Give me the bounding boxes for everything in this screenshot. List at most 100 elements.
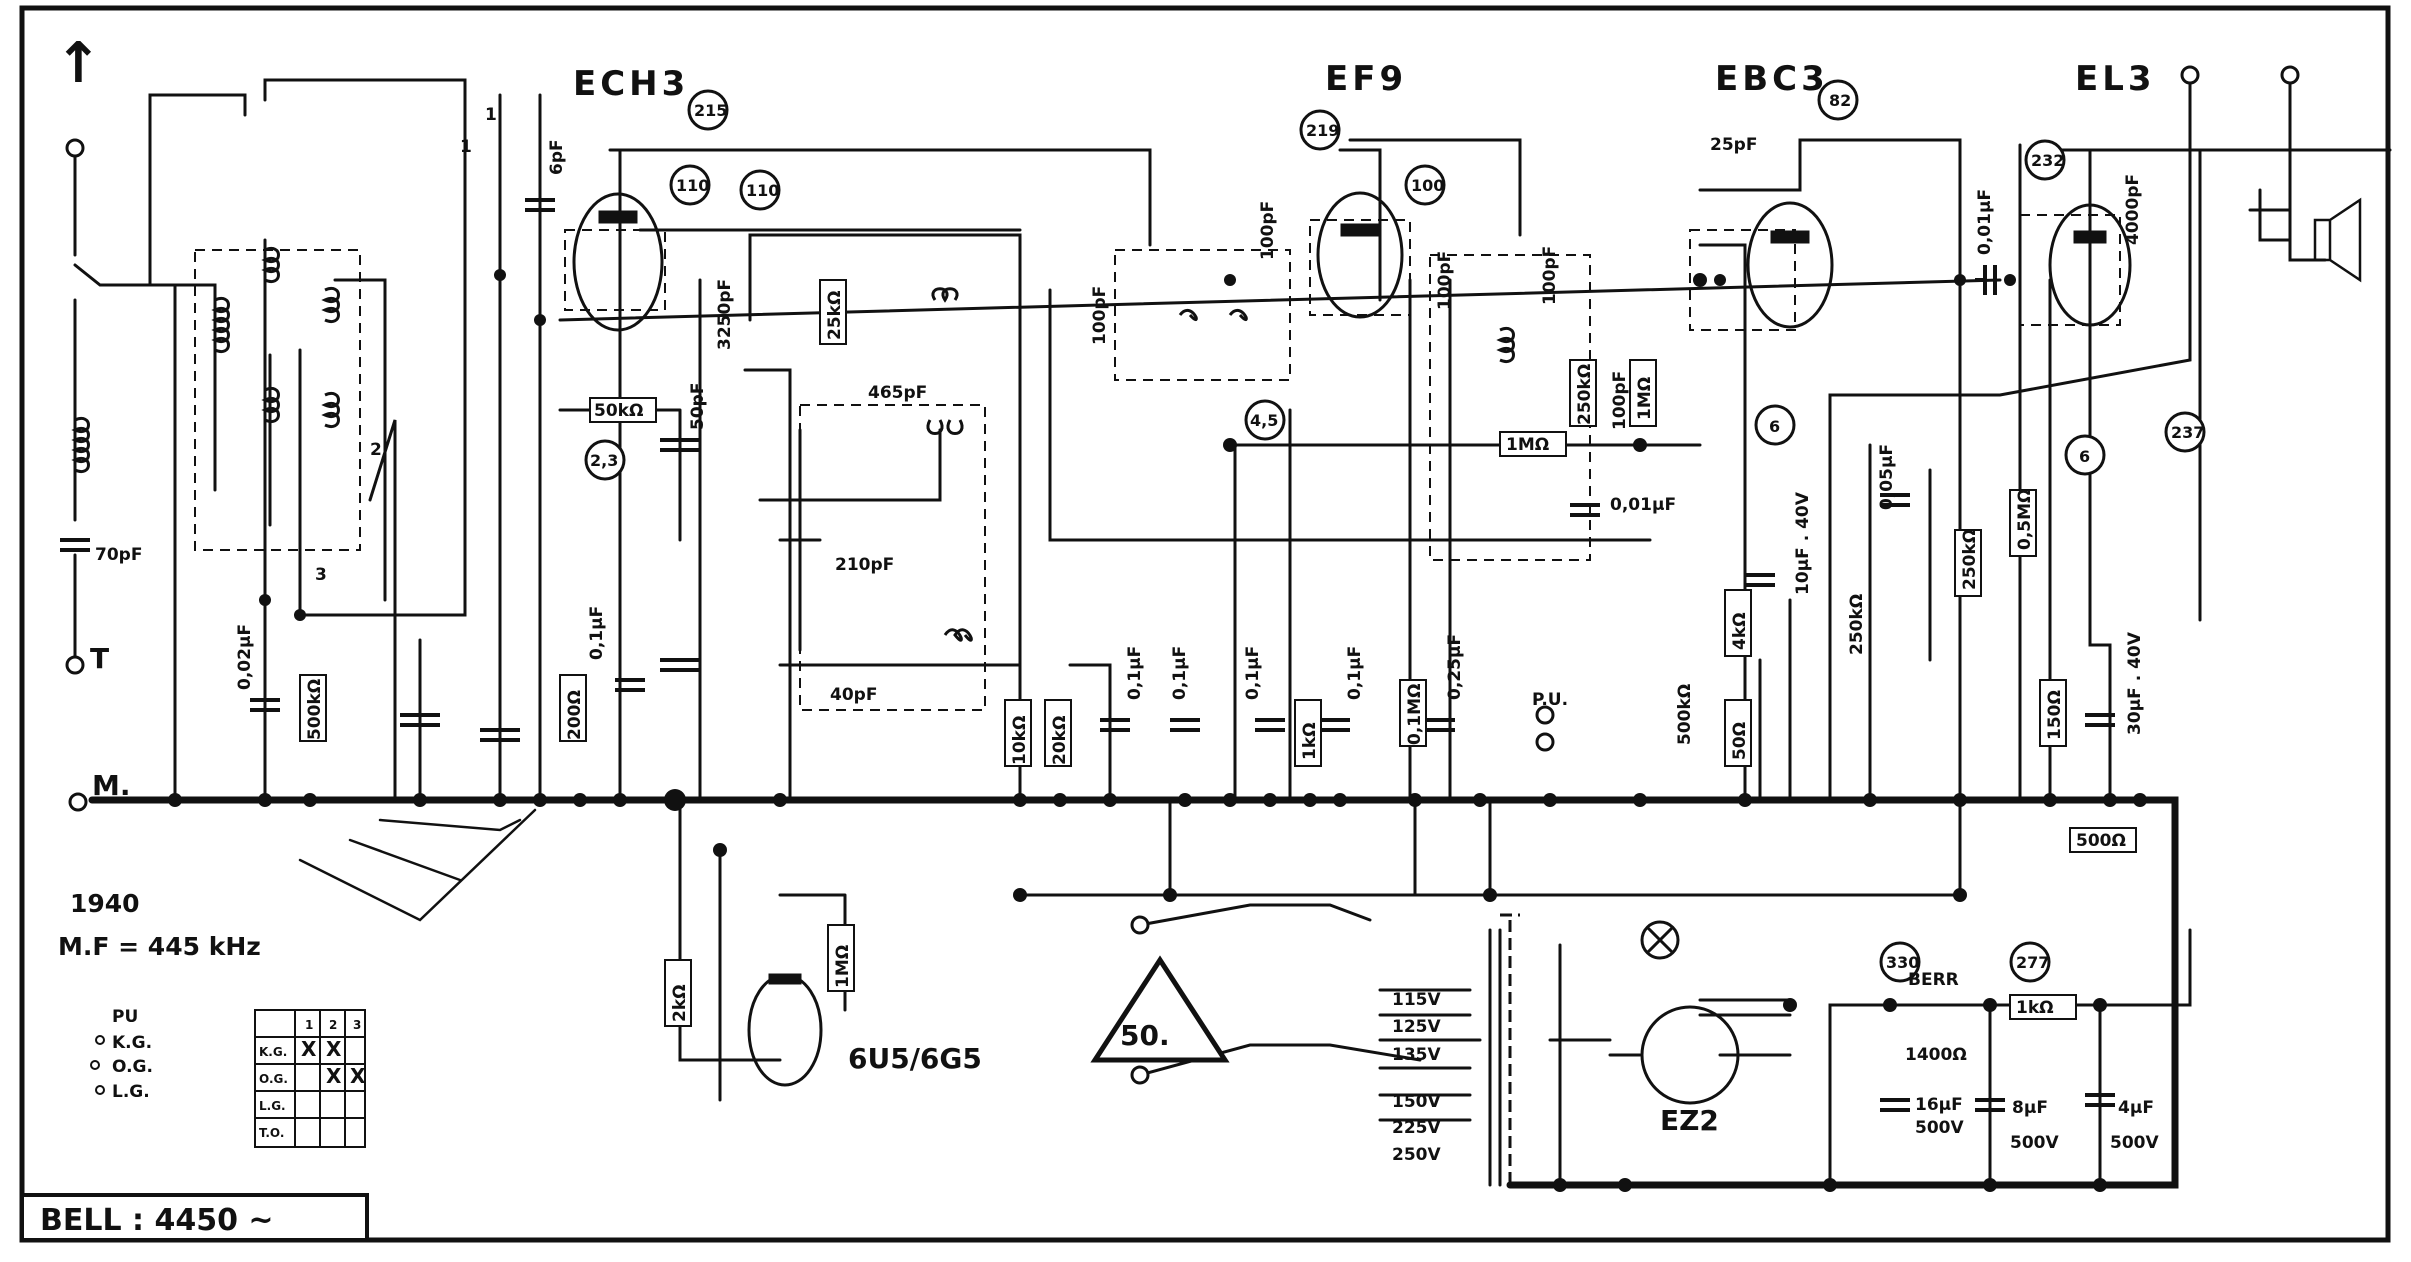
cap-100pf-e: 100pF <box>1610 371 1630 430</box>
resistors <box>299 279 2137 1027</box>
switch-3: 3 <box>315 565 327 585</box>
res-1M-b: 1MΩ <box>1635 377 1655 420</box>
table-r4: T.O. <box>259 1126 284 1140</box>
coils <box>71 247 1515 642</box>
warning-label: 50. <box>1120 1019 1170 1052</box>
res-500k-pot: 500kΩ <box>1675 684 1695 745</box>
res-50: 50Ω <box>1730 722 1750 760</box>
switch-1: 1 <box>485 105 497 125</box>
resistor-labels: 50kΩ 25kΩ 500kΩ 200Ω 10kΩ 20kΩ 1kΩ 0,1MΩ… <box>305 291 2126 1065</box>
res-1k: 1kΩ <box>1300 722 1320 760</box>
res-01M: 0,1MΩ <box>1405 684 1425 745</box>
res-50k: 50kΩ <box>594 401 643 421</box>
ref-237: 237 <box>2171 423 2204 442</box>
voltage-115: 115V <box>1392 990 1441 1010</box>
res-250k-pot: 250kΩ <box>1847 594 1867 655</box>
ref-215: 215 <box>694 101 727 120</box>
voltage-250: 250V <box>1392 1145 1441 1165</box>
cap-01-b: 0,1µF <box>1125 646 1145 700</box>
res-1k-2: 1kΩ <box>2016 998 2054 1018</box>
model-label: BELL : 4450 ~ <box>40 1203 274 1238</box>
cap-001-a: 0,01µF <box>1610 495 1676 515</box>
tube-ef9: EF9 <box>1325 59 1407 99</box>
cap-50pf: 50pF <box>688 383 708 430</box>
cap-4uf: 4µF <box>2118 1098 2154 1118</box>
res-4k: 4kΩ <box>1730 612 1750 650</box>
table-r1: K.G. <box>259 1045 287 1059</box>
cap-3250pf: 3250pF <box>715 279 735 350</box>
res-500: 500Ω <box>2076 831 2126 851</box>
if-frequency-label: M.F = 445 kHz <box>58 932 261 961</box>
res-berr: BERR <box>1908 970 1959 990</box>
res-20k: 20kΩ <box>1050 716 1070 765</box>
schematic-border <box>19 5 2391 1243</box>
tube-names: ECH3 EF9 EBC3 EL3 6U5/6G5 EZ2 <box>573 59 2152 1137</box>
table-r2c2: X <box>326 1064 342 1088</box>
table-h3: 3 <box>353 1018 361 1032</box>
cap-01-a: 0,1µF <box>587 606 607 660</box>
cap-002: 0,02µF <box>235 624 255 690</box>
voltage-135: 135V <box>1392 1045 1441 1065</box>
voltage-150: 150V <box>1392 1092 1441 1112</box>
ref-232: 232 <box>2031 151 2064 170</box>
up-arrow-icon: ↑ <box>55 31 102 96</box>
cap-8uf: 8µF <box>2012 1098 2048 1118</box>
tube-ez2: EZ2 <box>1660 1104 1719 1137</box>
res-05M: 0,5MΩ <box>2015 489 2035 550</box>
ref-6b: 6 <box>2079 447 2090 466</box>
wiring <box>73 73 2392 1189</box>
table-r2c3: X <box>350 1064 366 1088</box>
junctions <box>168 269 2147 1192</box>
terminal-m: M. <box>92 769 131 802</box>
cap-100pf-d: 100pF <box>1540 246 1560 305</box>
res-10k: 10kΩ <box>1010 716 1030 765</box>
res-200: 200Ω <box>565 690 585 740</box>
footer-box <box>20 1193 369 1242</box>
res-150: 150Ω <box>2045 690 2065 740</box>
pickup-label: P.U. <box>1532 690 1568 710</box>
cap-001-b: 0,01µF <box>1975 189 1995 255</box>
ref-277: 277 <box>2016 953 2049 972</box>
ref-45: 4,5 <box>1250 411 1278 430</box>
cap-40pf: 40pF <box>830 685 877 705</box>
cap-70pf: 70pF <box>95 545 142 565</box>
legend-pu: PU <box>112 1007 138 1027</box>
switch-2: 2 <box>370 440 382 460</box>
res-25k: 25kΩ <box>825 291 845 340</box>
res-2k: 2kΩ <box>670 984 690 1022</box>
reference-markers <box>584 79 2206 983</box>
transformer-core <box>1500 913 1520 1190</box>
ref-82: 82 <box>1829 91 1851 110</box>
cap-25pf: 25pF <box>1710 135 1757 155</box>
res-1400: 1400Ω <box>1905 1045 1967 1065</box>
legend-kg: K.G. <box>112 1033 152 1053</box>
cap-01-d: 0,1µF <box>1243 646 1263 700</box>
ref-110a: 110 <box>676 176 709 195</box>
reference-labels: 215 110 110 219 100 82 232 2,3 4,5 6 6 2… <box>590 91 2204 972</box>
ref-110b: 110 <box>746 181 779 200</box>
table-h2: 2 <box>329 1018 337 1032</box>
res-1M-c: 1MΩ <box>833 945 853 988</box>
cap-30uf: 30µF . 40V <box>2125 631 2145 735</box>
tube-ebc3: EBC3 <box>1715 59 1829 99</box>
tube-envelopes <box>572 191 2132 1087</box>
res-250k: 250kΩ <box>1575 364 1595 425</box>
cap-16uf: 16µF <box>1915 1095 1963 1115</box>
cap-4uf-volt: 500V <box>2110 1133 2159 1153</box>
legend-og: O.G. <box>112 1057 153 1077</box>
cap-025: 0,25µF <box>1445 634 1465 700</box>
ref-219: 219 <box>1306 121 1339 140</box>
tube-ech3: ECH3 <box>573 64 689 104</box>
warning-triangle-icon <box>1090 955 1230 1063</box>
res-250k-c: 250kΩ <box>1960 529 1980 590</box>
ref-330: 330 <box>1886 953 1919 972</box>
switch-table <box>254 1009 366 1148</box>
band-legend: PU K.G. O.G. L.G. <box>90 1007 153 1102</box>
cap-8uf-volt: 500V <box>2010 1133 2059 1153</box>
mains-voltages: 115V 125V 135V 150V 225V 250V <box>1392 990 1441 1165</box>
res-500k: 500kΩ <box>305 679 325 740</box>
res-1M-a: 1MΩ <box>1506 435 1549 455</box>
year-label: 1940 <box>70 889 140 918</box>
cap-005: 0,05µF <box>1877 444 1897 510</box>
